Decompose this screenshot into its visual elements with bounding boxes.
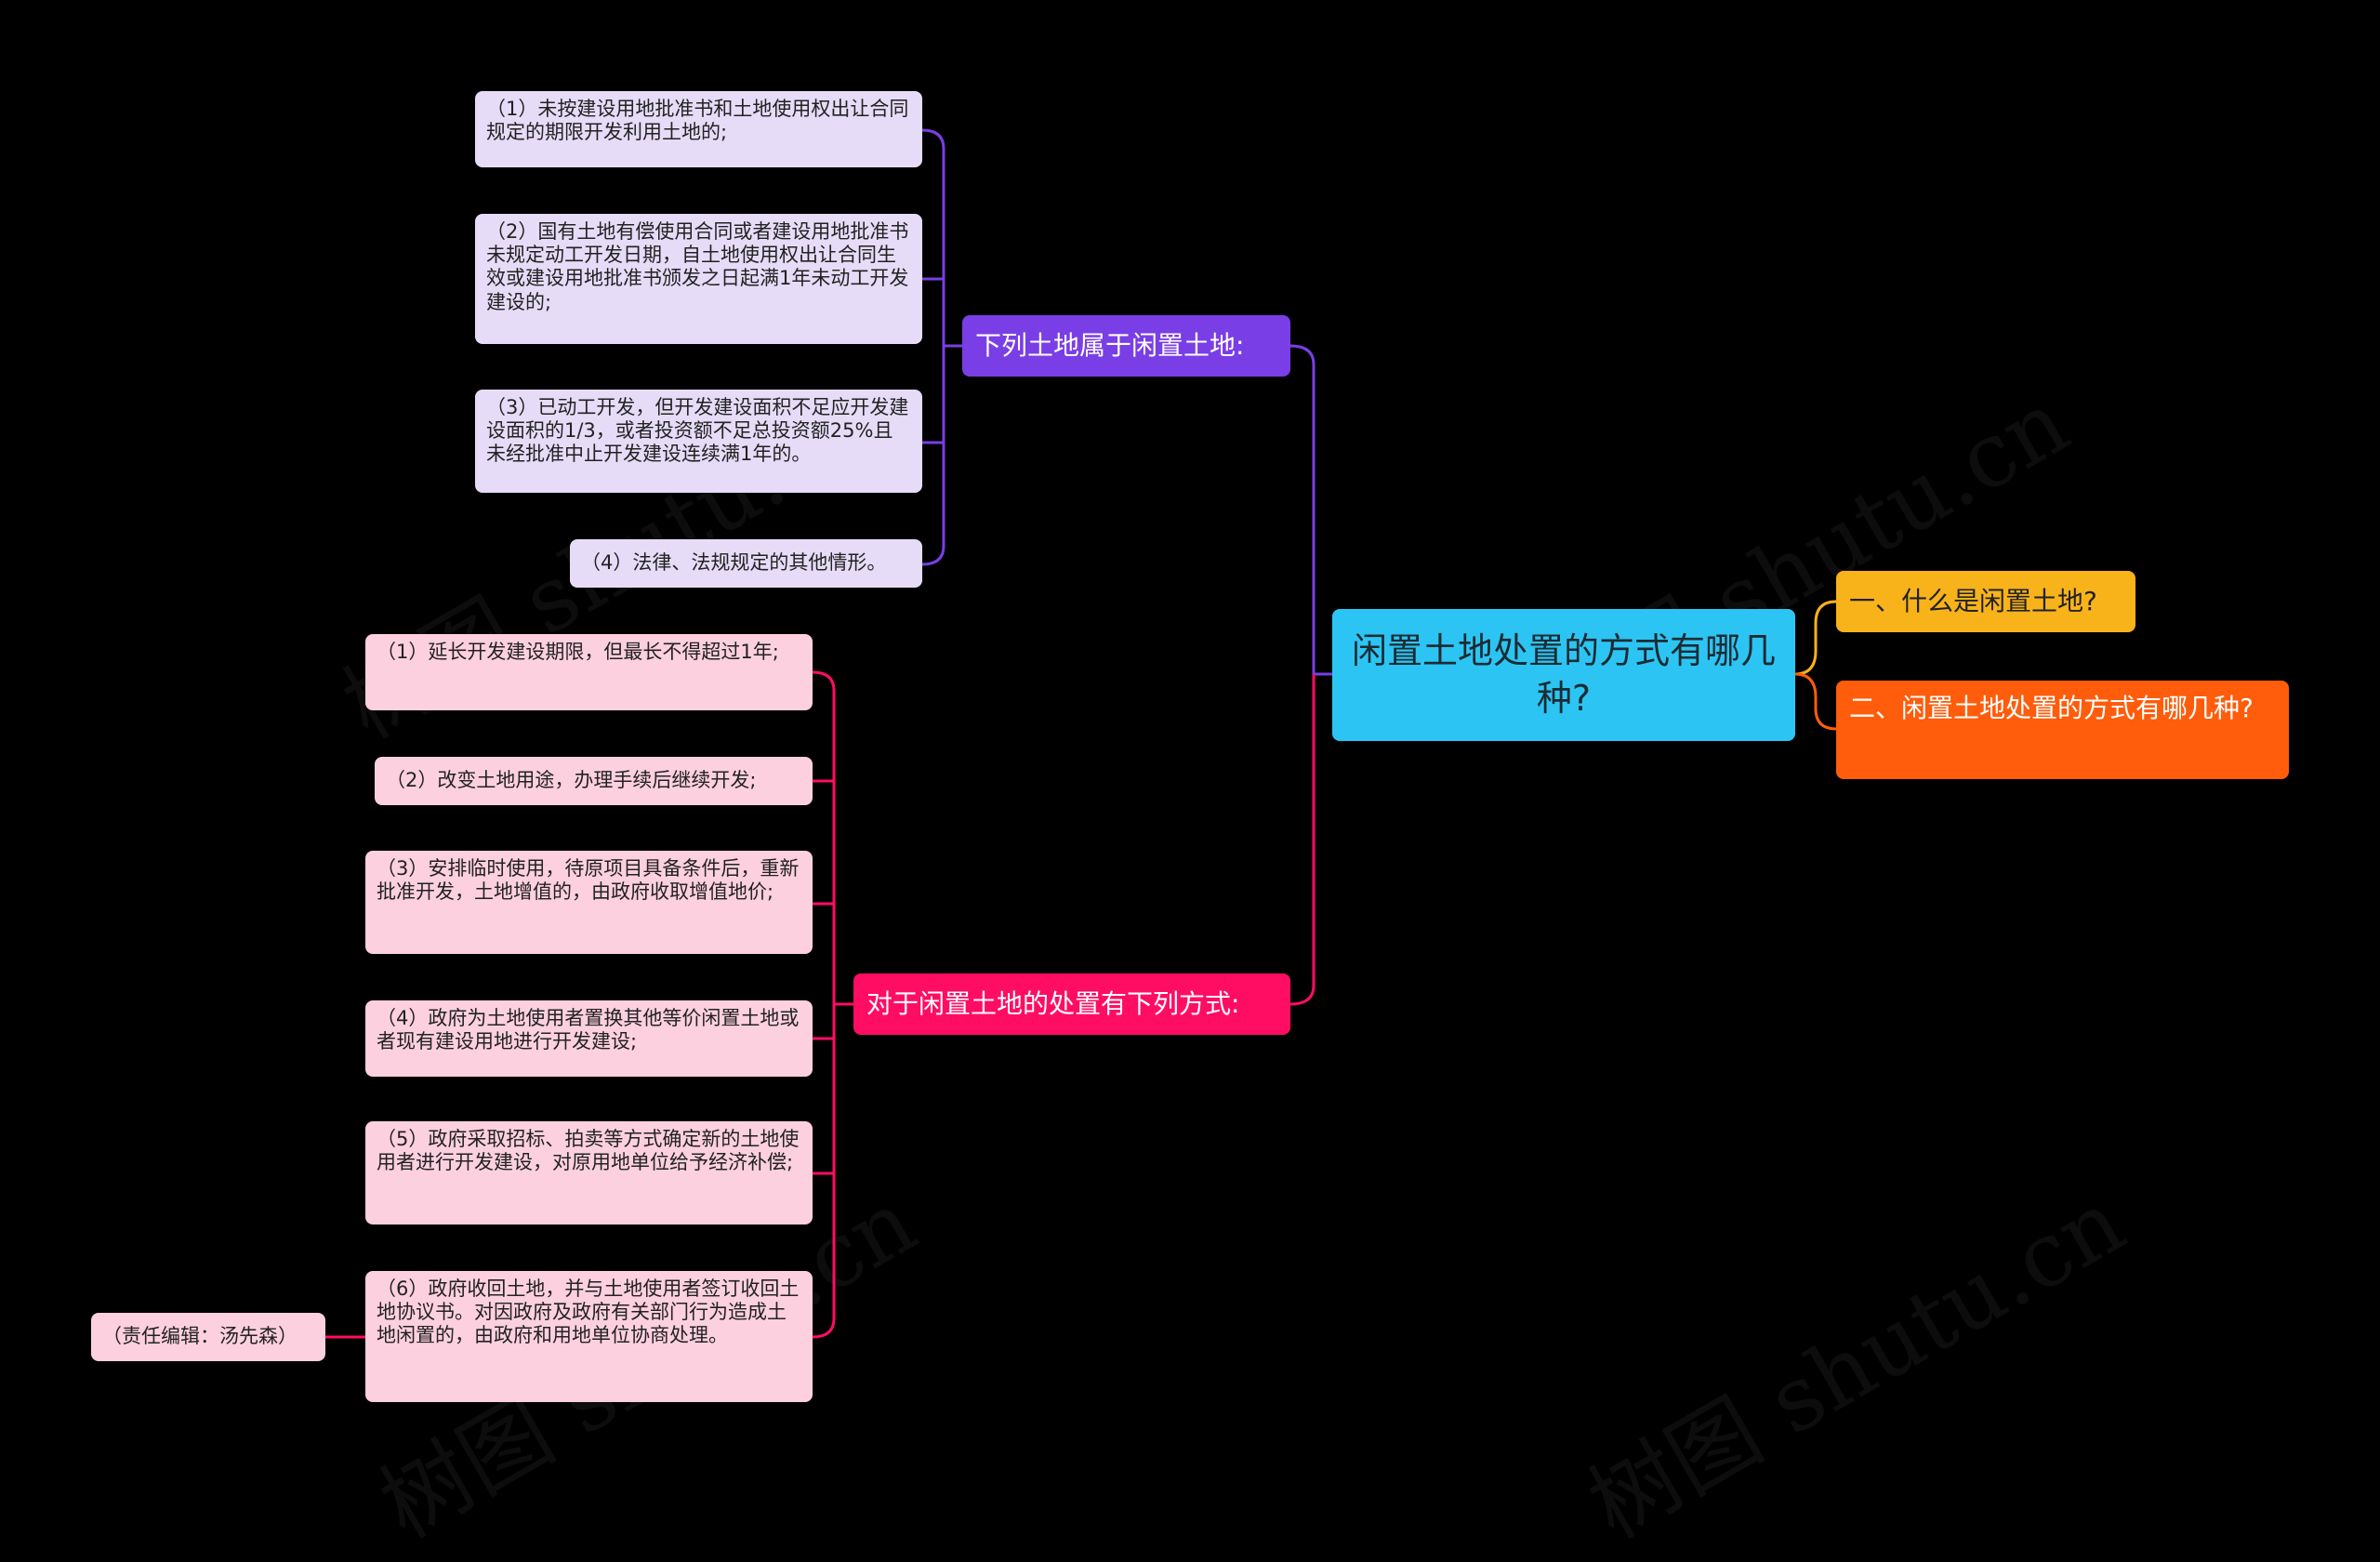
branch-disposal-methods[interactable]: 对于闲置土地的处置有下列方式: — [853, 973, 1290, 1035]
connector-disposal-bracket — [812, 670, 853, 1339]
connector-central-right-1 — [1794, 600, 1837, 676]
idle-item-2[interactable]: （2）国有土地有偿使用合同或者建设用地批准书未规定动工开发日期，自土地使用权出让… — [475, 214, 922, 344]
mind-map: 树图 shutu.cn 树图 shutu.cn 树图 shutu.cn 树图 s… — [91, 91, 2289, 1558]
connector-central-branch-idle — [1289, 344, 1795, 676]
connector-lines — [325, 128, 1837, 1339]
topic-disposal-methods[interactable]: 二、闲置土地处置的方式有哪几种? — [1836, 681, 2289, 779]
central-topic[interactable]: 闲置土地处置的方式有哪几种? — [1332, 609, 1795, 741]
disposal-item-1[interactable]: （1）延长开发建设期限，但最长不得超过1年; — [365, 634, 813, 710]
connector-central-right-2 — [1794, 672, 1837, 731]
disposal-item-6[interactable]: （6）政府收回土地，并与土地使用者签订收回土地协议书。对因政府及政府有关部门行为… — [365, 1271, 813, 1402]
topic-what-is-idle-land[interactable]: 一、什么是闲置土地? — [1836, 571, 2135, 632]
editor-note[interactable]: （责任编辑：汤先森） — [91, 1313, 325, 1361]
disposal-item-4[interactable]: （4）政府为土地使用者置换其他等价闲置土地或者现有建设用地进行开发建设; — [365, 1000, 813, 1077]
disposal-item-3[interactable]: （3）安排临时使用，待原项目具备条件后，重新批准开发，土地增值的，由政府收取增值… — [365, 851, 813, 954]
idle-item-4[interactable]: （4）法律、法规规定的其他情形。 — [570, 539, 922, 588]
connector-idle-bracket — [921, 128, 962, 566]
disposal-item-2[interactable]: （2）改变土地用途，办理手续后继续开发; — [375, 757, 813, 805]
idle-item-1[interactable]: （1）未按建设用地批准书和土地使用权出让合同规定的期限开发利用土地的; — [475, 91, 922, 167]
connector-central-branch-disposal — [1289, 674, 1316, 1006]
branch-idle-land[interactable]: 下列土地属于闲置土地: — [962, 315, 1290, 377]
idle-item-3[interactable]: （3）已动工开发，但开发建设面积不足应开发建设面积的1/3，或者投资额不足总投资… — [475, 390, 922, 493]
disposal-item-5[interactable]: （5）政府采取招标、拍卖等方式确定新的土地使用者进行开发建设，对原用地单位给予经… — [365, 1121, 813, 1224]
